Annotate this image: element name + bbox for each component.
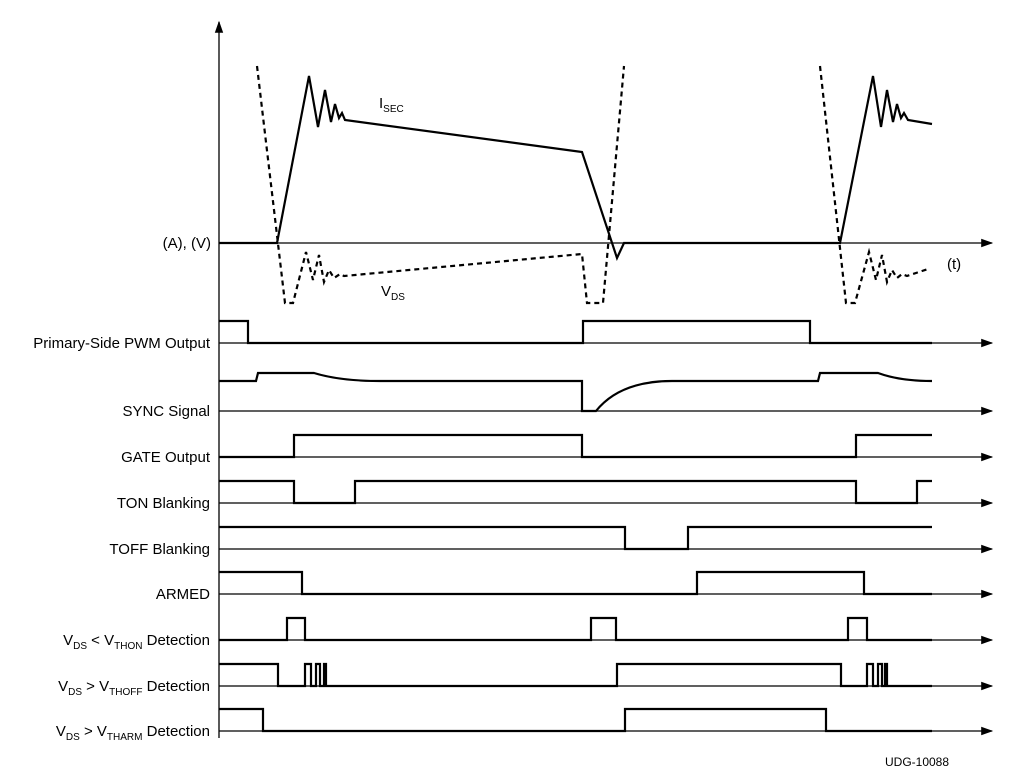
row-armed: ARMED [156,570,994,603]
ton-label: TON Blanking [117,495,210,512]
ton-waveform [219,479,932,505]
thon-label: VDS < VTHON Detection [63,632,210,652]
gate-waveform [219,433,932,459]
vds-waveform [255,65,929,305]
thoff-label: VDS > VTHOFF Detection [58,678,210,698]
row-toff: TOFF Blanking [109,525,994,558]
time-axis-label: (t) [947,256,961,273]
analog-axis-label: (A), (V) [163,235,211,252]
sync-label: SYNC Signal [122,403,210,420]
isec-label: ISEC [379,95,404,115]
pwm-label: Primary-Side PWM Output [33,335,211,352]
row-sync: SYNC Signal [122,371,994,420]
figure-id: UDG-10088 [885,755,949,769]
vds-label: VDS [381,283,405,303]
tharm-waveform [219,707,932,733]
toff-label: TOFF Blanking [109,541,210,558]
row-ton: TON Blanking [117,479,994,512]
tharm-label: VDS > VTHARM Detection [56,723,210,743]
row-thoff: VDS > VTHOFF Detection [58,662,994,698]
sync-waveform [219,371,933,413]
gate-label: GATE Output [121,449,211,466]
isec-waveform [219,75,933,261]
row-tharm: VDS > VTHARM Detection [56,707,994,743]
row-thon: VDS < VTHON Detection [63,616,994,652]
armed-waveform [219,570,932,596]
row-pwm: Primary-Side PWM Output [33,319,994,352]
toff-waveform [219,525,932,551]
thoff-waveform [219,662,932,688]
row-gate: GATE Output [121,433,994,466]
pwm-waveform [219,319,932,345]
armed-label: ARMED [156,586,210,603]
thon-waveform [219,616,932,642]
